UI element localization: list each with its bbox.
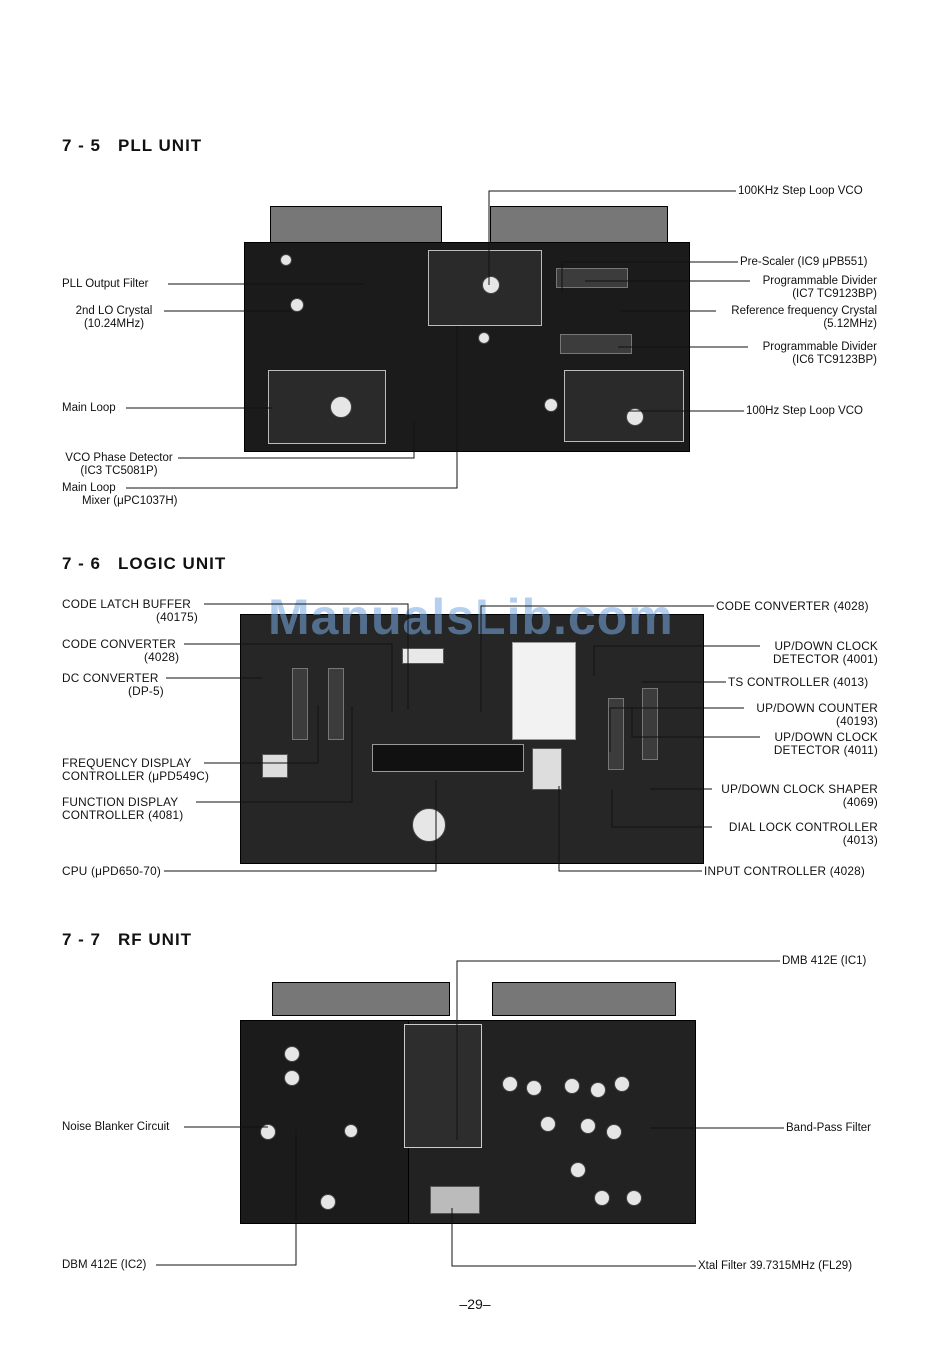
label-function-display-controller: FUNCTION DISPLAY CONTROLLER (4081) [62,795,184,822]
label-ts-controller: TS CONTROLLER (4013) [728,675,869,689]
label-100khz-step-loop-vco: 100KHz Step Loop VCO [738,185,863,197]
label-pll-output-filter: PLL Output Filter [62,278,149,290]
section-heading-logic: 7 - 6 LOGIC UNIT [62,554,226,574]
label-100hz-step-loop-vco: 100Hz Step Loop VCO [746,405,863,417]
section-title: PLL UNIT [118,136,203,155]
section-heading-rf: 7 - 7 RF UNIT [62,930,192,950]
label-up-down-counter: UP/DOWN COUNTER (40193) [756,701,878,728]
label-input-controller: INPUT CONTROLLER (4028) [704,864,866,878]
section-number: 7 - 5 [62,136,102,155]
label-main-loop: Main Loop [62,402,116,414]
label-pre-scaler: Pre-Scaler (IC9 μPB551) [740,256,868,268]
label-reference-crystal: Reference frequency Crystal (5.12MHz) [731,305,877,330]
label-vco-phase-detector: VCO Phase Detector (IC3 TC5081P) [65,452,173,477]
label-up-down-clock-shaper: UP/DOWN CLOCK SHAPER (4069) [721,782,878,809]
label-main-loop-mixer: Main Loop Mixer (μPC1037H) [62,482,178,507]
pll-unit-photo [238,198,694,460]
section-heading-pll: 7 - 5 PLL UNIT [62,136,202,156]
label-programmable-divider-ic7: Programmable Divider (IC7 TC9123BP) [762,275,877,300]
label-code-latch-buffer: CODE LATCH BUFFER (40175) [62,597,199,624]
label-code-converter-left: CODE CONVERTER (4028) [62,637,180,664]
section-title: LOGIC UNIT [118,554,227,573]
label-up-down-clock-detector-4001: UP/DOWN CLOCK DETECTOR (4001) [772,639,878,666]
label-programmable-divider-ic6: Programmable Divider (IC6 TC9123BP) [762,341,877,366]
section-number: 7 - 6 [62,554,102,573]
label-xtal-filter: Xtal Filter 39.7315MHz (FL29) [698,1260,853,1272]
page-number: –29– [459,1296,491,1312]
label-code-converter-right: CODE CONVERTER (4028) [716,599,869,613]
label-up-down-clock-detector-4011: UP/DOWN CLOCK DETECTOR (4011) [773,730,878,757]
label-2nd-lo-crystal: 2nd LO Crystal (10.24MHz) [75,305,153,330]
label-noise-blanker-circuit: Noise Blanker Circuit [62,1121,170,1133]
rf-unit-photo [234,976,706,1230]
label-dmb-412e: DMB 412E (IC1) [782,955,867,967]
section-title: RF UNIT [118,930,193,949]
label-dbm-412e: DBM 412E (IC2) [62,1259,147,1271]
watermark-text: ManualsLib.com [268,589,674,645]
label-frequency-display-controller: FREQUENCY DISPLAY CONTROLLER (μPD549C) [62,756,210,783]
label-cpu: CPU (μPD650-70) [62,864,161,878]
section-number: 7 - 7 [62,930,102,949]
label-band-pass-filter: Band-Pass Filter [786,1122,872,1134]
logic-unit-photo [232,578,710,878]
label-dial-lock-controller: DIAL LOCK CONTROLLER (4013) [728,820,878,847]
label-dc-converter: DC CONVERTER (DP-5) [62,671,164,698]
